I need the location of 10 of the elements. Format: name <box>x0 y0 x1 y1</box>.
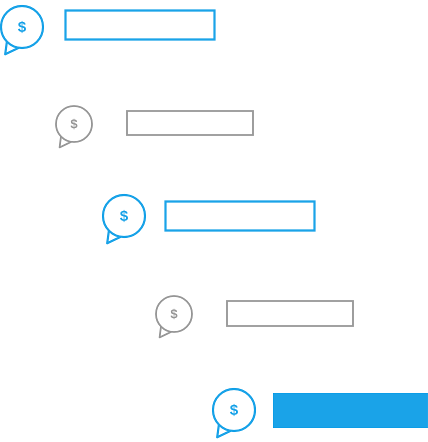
speech-bubble: $ <box>212 388 256 438</box>
box <box>273 393 428 428</box>
speech-bubble: $ <box>155 295 193 338</box>
box <box>164 200 316 232</box>
box <box>226 300 354 327</box>
box <box>64 9 216 41</box>
speech-bubble: $ <box>0 4 44 56</box>
speech-bubble: $ <box>55 105 93 148</box>
speech-bubble: $ <box>102 194 146 244</box>
box <box>126 110 254 136</box>
